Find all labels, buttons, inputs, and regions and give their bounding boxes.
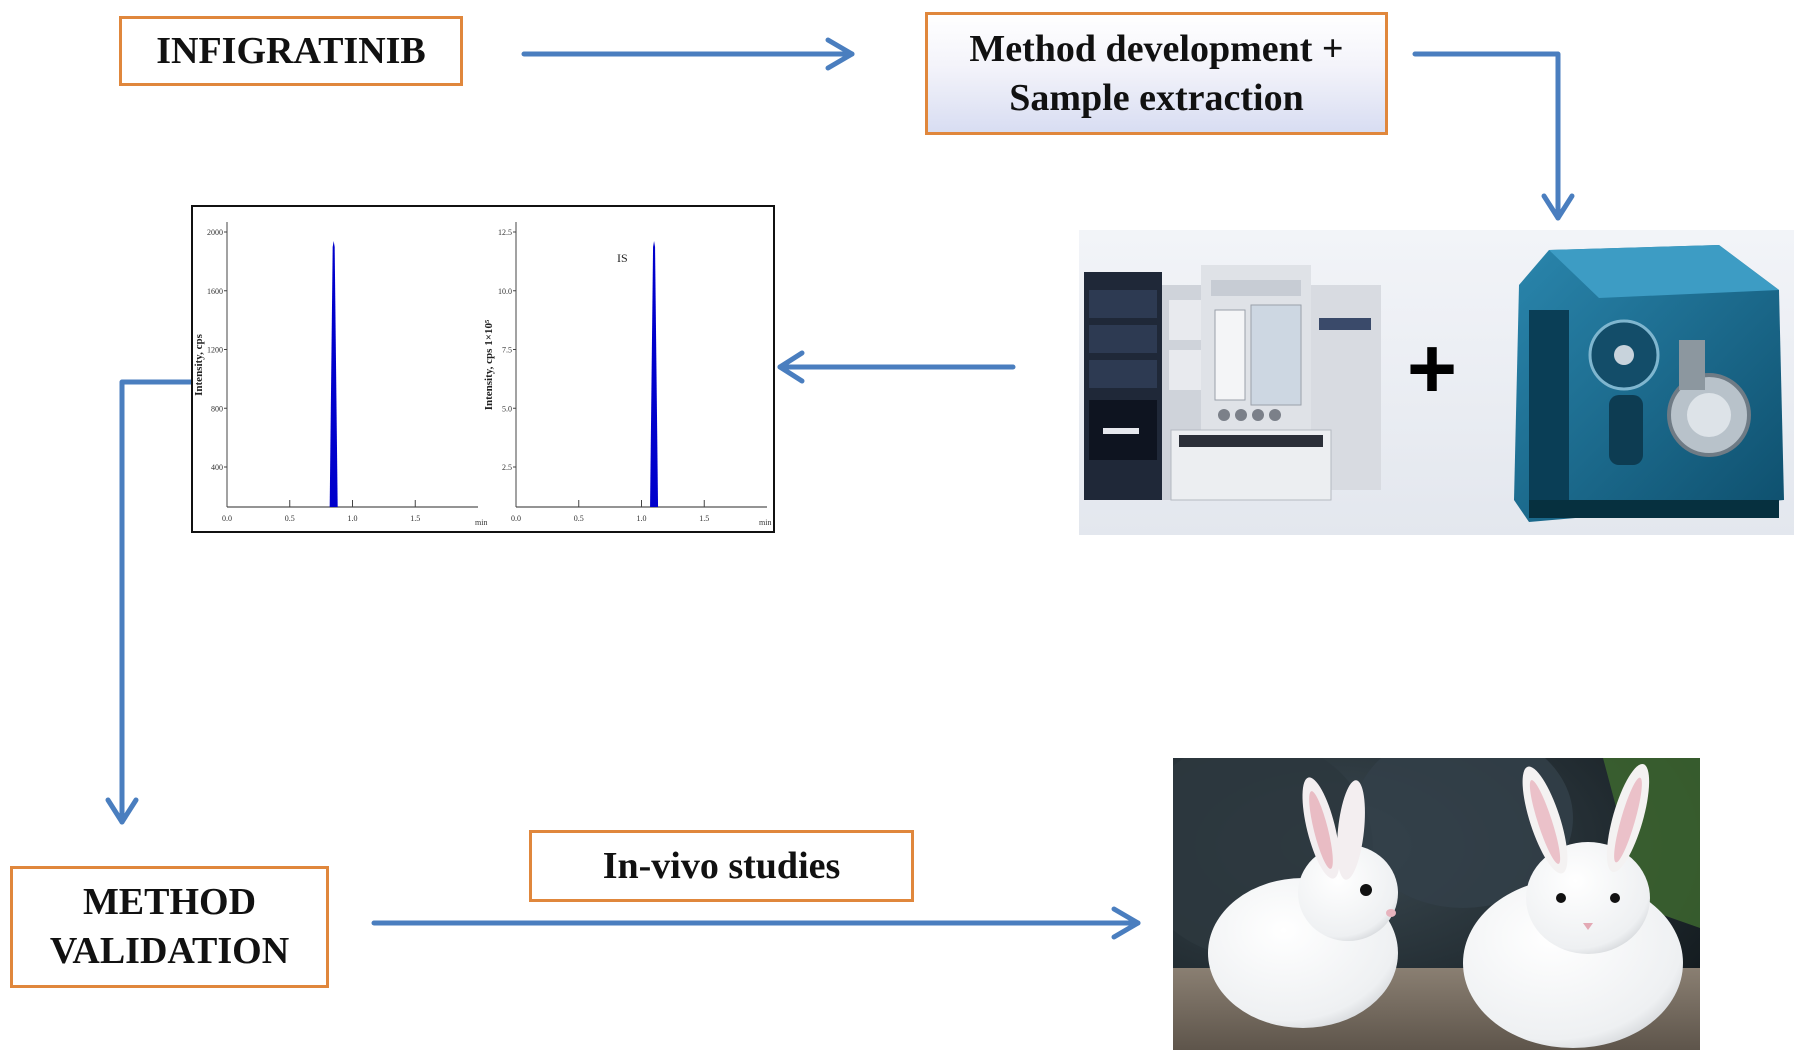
right-x-tick-label: 1.5 xyxy=(699,514,709,523)
right-peak xyxy=(650,241,659,507)
rabbit-left-icon xyxy=(1208,777,1398,1028)
rabbits-photo xyxy=(1133,728,1700,1050)
method-development-label: Method development + xyxy=(969,27,1344,70)
right-y-tick-label: 5.0 xyxy=(502,404,512,413)
right-y-tick-label: 12.5 xyxy=(498,228,512,237)
sample-extraction-label: Sample extraction xyxy=(1009,76,1304,119)
right-x-tick-label: 0.0 xyxy=(511,514,521,523)
drug-name-box: INFIGRATINIB xyxy=(119,16,463,86)
method-validation-box: METHOD VALIDATION xyxy=(10,866,329,988)
method-development-box: Method development + Sample extraction xyxy=(925,12,1388,135)
right-x-unit: min xyxy=(759,518,771,527)
left-y-tick-label: 400 xyxy=(211,463,223,472)
plus-sign: + xyxy=(1407,321,1457,417)
mass-spectrometer-icon xyxy=(1514,245,1784,522)
left-x-tick-label: 0.5 xyxy=(285,514,295,523)
arrow-validation-to-invivo xyxy=(371,906,1141,940)
right-y-tick-label: 7.5 xyxy=(502,346,512,355)
rabbit-right-icon xyxy=(1463,764,1683,1048)
in-vivo-studies-box: In-vivo studies xyxy=(529,830,914,902)
left-x-tick-label: 1.5 xyxy=(410,514,420,523)
chromatogram-figure: Intensity, cps 2000 1600 1200 800 400 0.0 0.5… xyxy=(191,205,775,533)
drug-name: INFIGRATINIB xyxy=(156,30,426,72)
left-peak xyxy=(329,241,338,507)
arrow-drug-to-method xyxy=(521,37,855,71)
arrow-instruments-to-chromatogram xyxy=(777,350,1016,384)
arrow-chromatogram-to-validation xyxy=(105,379,194,825)
left-x-tick-label: 1.0 xyxy=(348,514,358,523)
chromatogram-left-panel: Intensity, cps 2000 1600 1200 800 400 0.0 0.5… xyxy=(193,222,487,527)
right-y-tick-label: 2.5 xyxy=(502,463,512,472)
right-x-tick-label: 1.0 xyxy=(637,514,647,523)
chromatogram-right-panel: Intensity, cps 1×10⁵ 12.5 10.0 7.5 5.0 2.5 0… xyxy=(483,222,771,527)
left-y-tick-label: 1600 xyxy=(207,287,223,296)
in-vivo-studies-label: In-vivo studies xyxy=(602,845,841,887)
left-y-tick-label: 800 xyxy=(211,404,223,413)
left-y-tick-label: 1200 xyxy=(207,346,223,355)
validation-line-2: VALIDATION xyxy=(49,930,290,972)
validation-line-1: METHOD xyxy=(82,880,257,923)
lcms-instruments-image: + xyxy=(1079,230,1794,535)
arrow-method-to-instruments xyxy=(1412,51,1575,221)
right-y-tick-label: 10.0 xyxy=(498,287,512,296)
left-y-axis-label: Intensity, cps xyxy=(193,333,205,395)
hplc-system-icon xyxy=(1084,265,1381,501)
right-y-axis-label: Intensity, cps 1×10⁵ xyxy=(483,319,495,410)
right-x-tick-label: 0.5 xyxy=(574,514,584,523)
left-x-unit: min xyxy=(475,518,487,527)
internal-standard-label: IS xyxy=(617,251,628,265)
left-x-tick-label: 0.0 xyxy=(222,514,232,523)
left-y-tick-label: 2000 xyxy=(207,228,223,237)
